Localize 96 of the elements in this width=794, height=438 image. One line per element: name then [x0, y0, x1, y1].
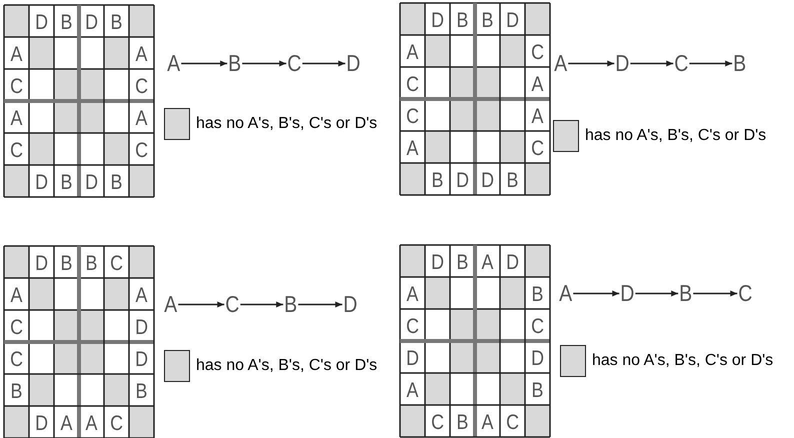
clue-letter: A	[406, 42, 419, 63]
arrow	[568, 60, 614, 66]
clue-letter: C	[10, 349, 23, 370]
clue-letter: D	[85, 12, 98, 33]
clue-letter: B	[531, 284, 544, 305]
clue-letter: D	[406, 348, 419, 369]
clue-letter: B	[110, 12, 123, 33]
clue-letter: B	[456, 252, 469, 273]
clue-letter: A	[406, 284, 419, 305]
arrow	[302, 60, 346, 66]
arrow	[693, 290, 738, 296]
sequence-letter: C	[674, 52, 688, 75]
arrow	[240, 302, 284, 308]
sequence-letter: A	[167, 52, 180, 75]
clue-letter: D	[506, 10, 519, 31]
clue-letter: A	[135, 285, 148, 306]
clue-letter: D	[506, 252, 519, 273]
clue-letter: D	[35, 12, 48, 33]
clue-letter: D	[35, 253, 48, 274]
clue-letter: D	[35, 172, 48, 193]
arrow	[181, 60, 228, 66]
sequence-letter: A	[164, 293, 178, 316]
clue-letter: A	[481, 412, 494, 433]
clue-letter: D	[85, 172, 98, 193]
legend-text: has no A's, B's, C's or D's	[585, 127, 766, 145]
clue-letter: C	[110, 253, 123, 274]
arrow	[635, 290, 678, 296]
clue-letter: D	[456, 170, 469, 191]
sequence-letter: C	[738, 282, 752, 305]
clue-letter: A	[10, 108, 23, 129]
clue-letter: B	[60, 12, 73, 33]
clue-letter: B	[481, 10, 494, 31]
legend-text: has no A's, B's, C's or D's	[196, 357, 378, 375]
clue-letter: C	[531, 138, 544, 159]
clue-letter: D	[431, 252, 444, 273]
arrow	[178, 302, 224, 308]
clue-letter: A	[10, 285, 23, 306]
clue-letter: D	[531, 348, 544, 369]
legend-text: has no A's, B's, C's or D's	[196, 115, 378, 133]
clue-letter: C	[10, 140, 23, 161]
clue-letter: C	[406, 74, 419, 95]
clue-letter: A	[60, 413, 73, 434]
sequence-letter: B	[733, 52, 746, 75]
arrow	[298, 302, 342, 308]
clue-letter: D	[431, 10, 444, 31]
clue-letter: C	[135, 76, 148, 97]
clue-letter: D	[135, 317, 148, 338]
clue-letter: B	[60, 253, 73, 274]
arrow	[689, 60, 732, 66]
clue-letter: D	[35, 413, 48, 434]
clue-letter: A	[10, 44, 23, 65]
clue-letter: C	[10, 317, 23, 338]
sequence-letter: C	[225, 293, 240, 316]
sequence-letter: D	[615, 52, 630, 75]
sequence-letter: B	[284, 293, 298, 316]
sequence-letter: C	[287, 52, 302, 75]
clue-letter: C	[10, 76, 23, 97]
clue-letter: B	[10, 381, 23, 402]
clue-letter: D	[481, 170, 494, 191]
clue-letter: C	[135, 140, 148, 161]
clue-letter: B	[431, 170, 444, 191]
sequence-letter: D	[343, 293, 358, 316]
clue-letter: A	[531, 106, 544, 127]
clue-letter: B	[110, 172, 123, 193]
arrow	[630, 60, 674, 66]
sequence-letter: D	[620, 282, 634, 305]
legend-text: has no A's, B's, C's or D's	[592, 352, 774, 370]
clue-letter: A	[481, 252, 494, 273]
clue-letter: B	[60, 172, 73, 193]
clue-letter: B	[85, 253, 98, 274]
sequence-letter: A	[554, 52, 568, 75]
clue-letter: D	[135, 349, 148, 370]
clue-letter: C	[506, 412, 519, 433]
clue-letter: A	[85, 413, 98, 434]
sequence-letter: B	[228, 52, 242, 75]
clue-letter: C	[110, 413, 123, 434]
clue-letter: B	[135, 381, 148, 402]
clue-letter: C	[431, 412, 444, 433]
sequence-letter: B	[679, 282, 692, 305]
clue-letter: B	[456, 412, 469, 433]
sequence-letter: A	[559, 282, 572, 305]
clue-letter: C	[406, 316, 419, 337]
clue-letter: C	[531, 316, 544, 337]
clue-letter: A	[135, 108, 148, 129]
arrow	[242, 60, 286, 66]
clue-letter: C	[531, 42, 544, 63]
clue-letter: A	[406, 380, 419, 401]
clue-letter: B	[456, 10, 469, 31]
clue-letter: A	[135, 44, 148, 65]
sequence-letter: D	[346, 52, 360, 75]
arrow	[573, 290, 620, 296]
clue-letter: B	[506, 170, 519, 191]
clue-letter: A	[531, 74, 544, 95]
clue-letter: C	[406, 106, 419, 127]
clue-letter: A	[406, 138, 419, 159]
clue-letter: B	[531, 380, 544, 401]
